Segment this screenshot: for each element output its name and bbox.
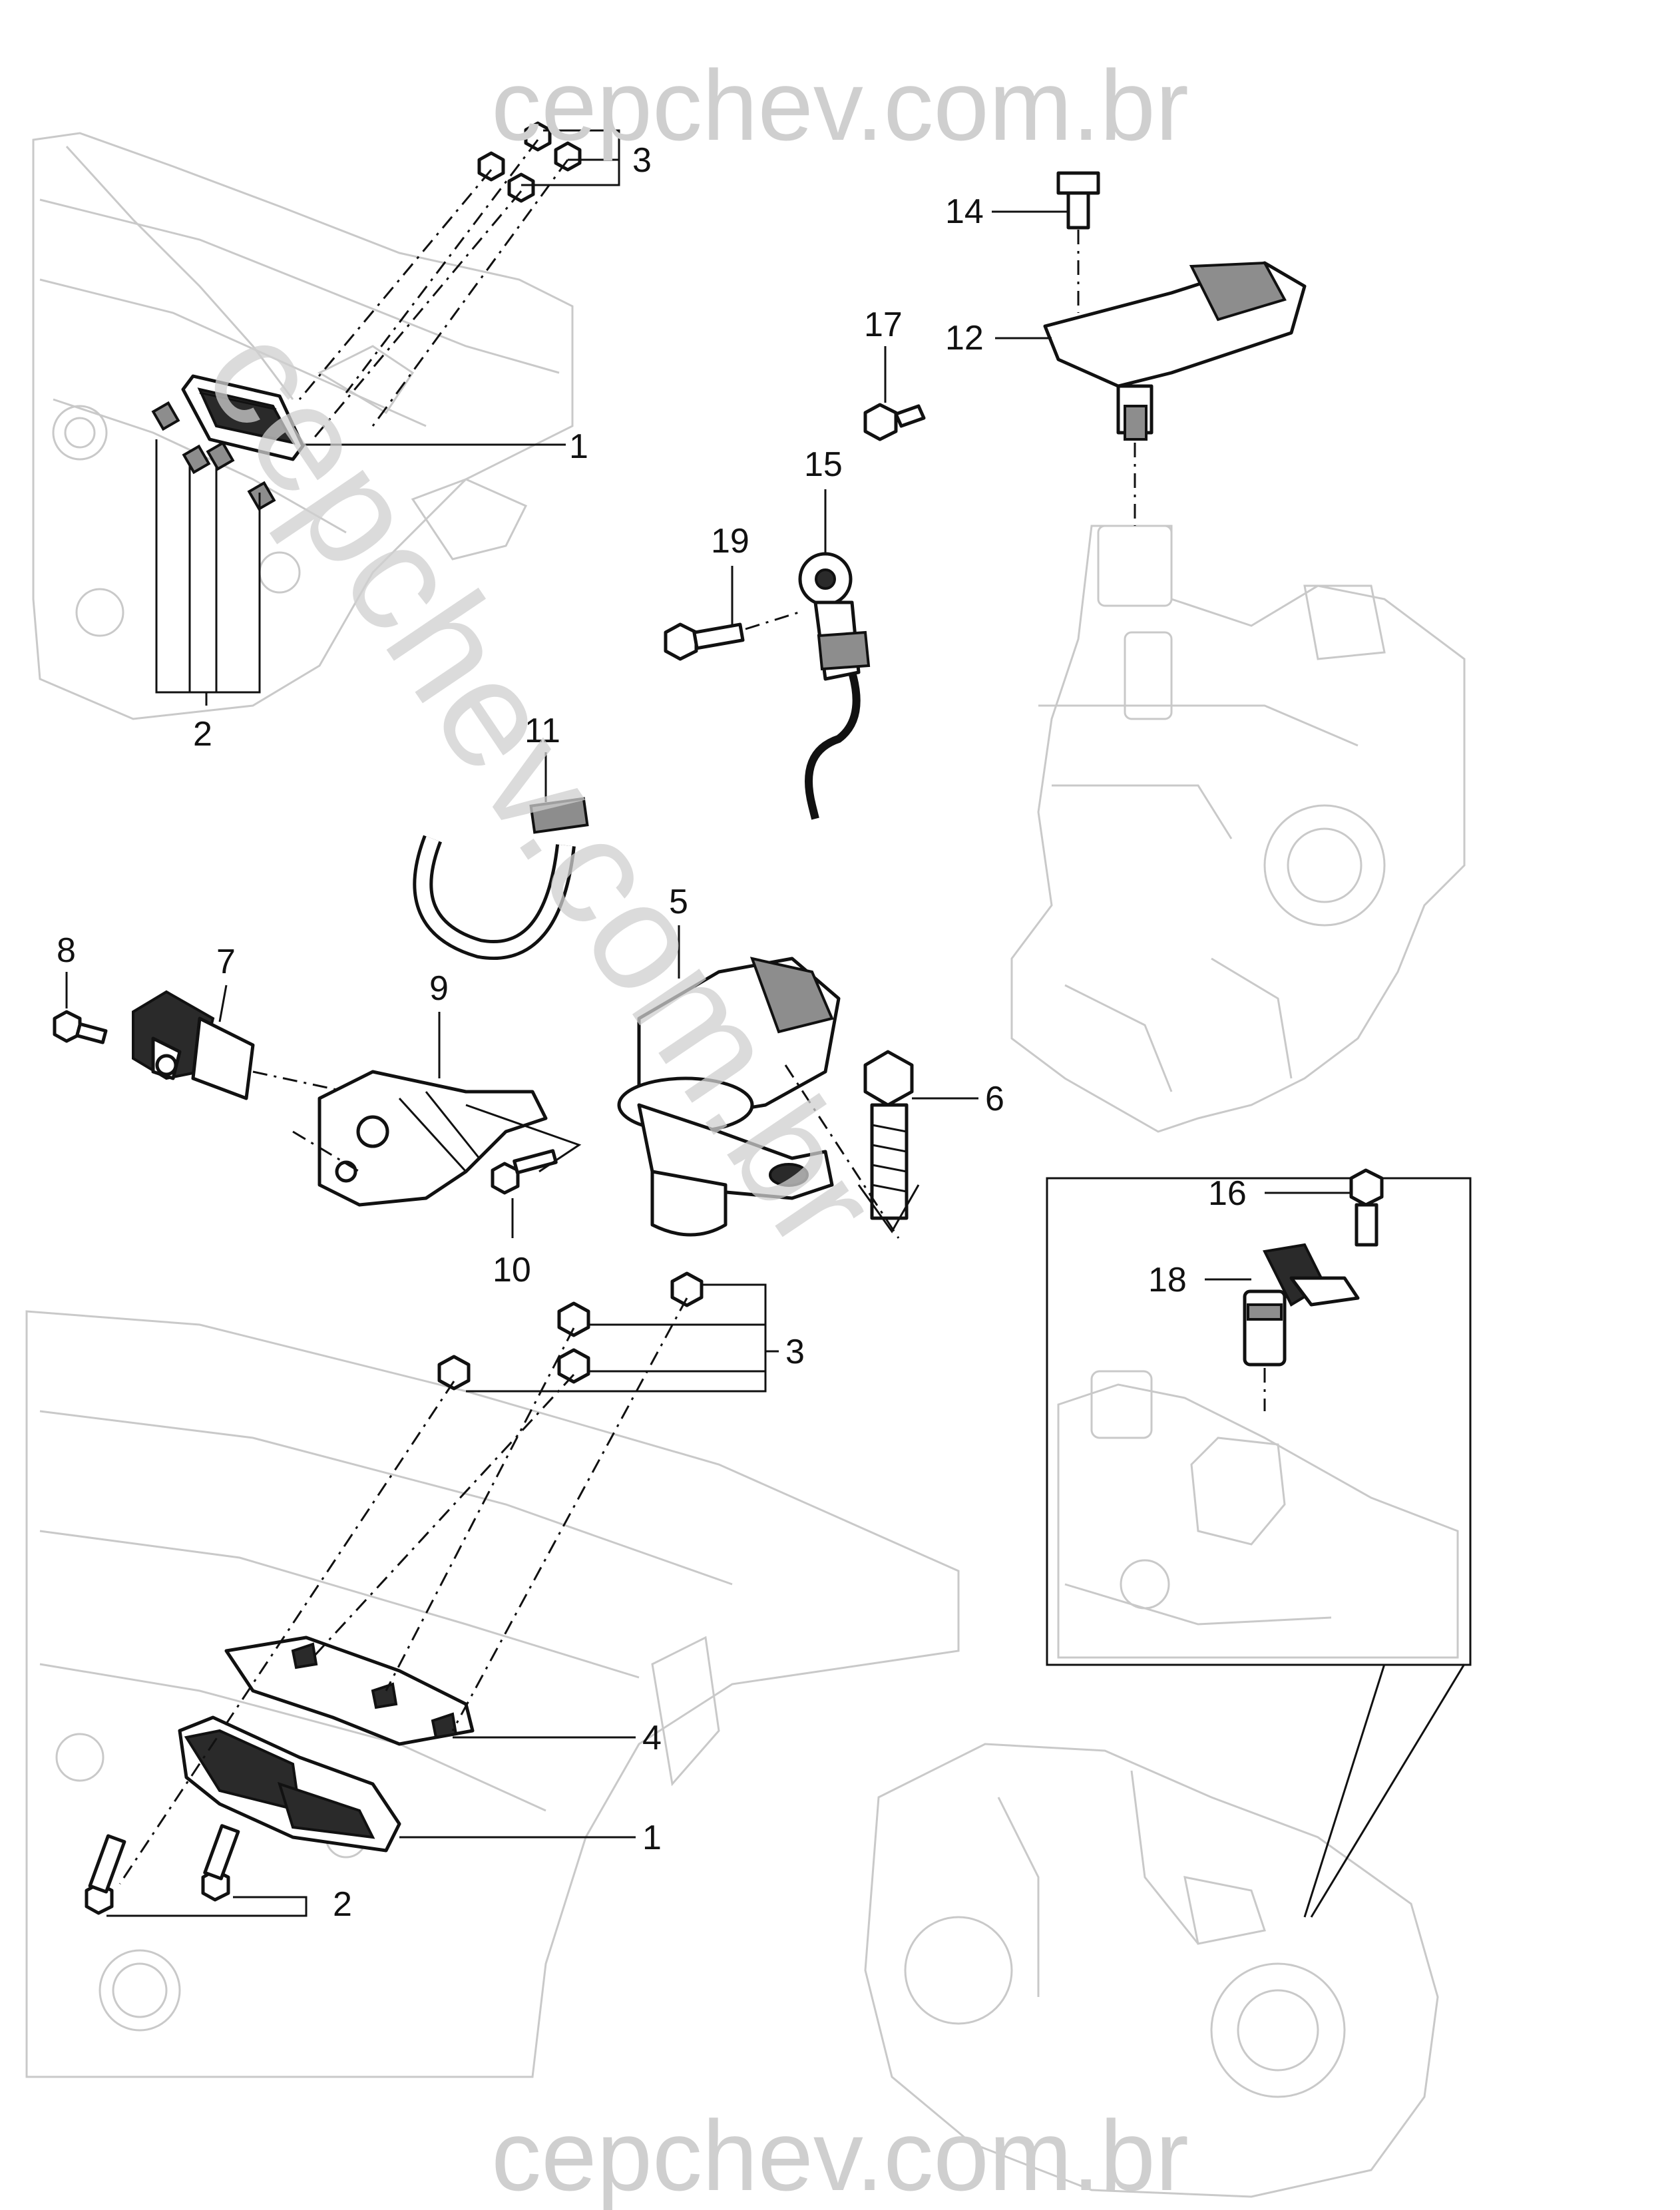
cam-sensor-5 [617, 957, 841, 1237]
transmission-outline [864, 1743, 1439, 2198]
ecm-bottom-dash-lines [118, 1297, 688, 1884]
watermark-bottom: cepchev.com.br [491, 2100, 1189, 2210]
lower-bulkhead-outline [25, 1310, 960, 2078]
callout-16: 16 [1208, 1174, 1247, 1213]
bolt-8 [53, 1010, 108, 1044]
dash-7 [252, 1070, 347, 1093]
bracket-6 [857, 1184, 920, 1233]
callout-4: 4 [642, 1719, 662, 1757]
bolt-16 [1349, 1168, 1384, 1247]
callout-7: 7 [216, 943, 236, 981]
bracket-10 [465, 1104, 582, 1173]
dash-6 [784, 1064, 900, 1239]
ecm-module-top [181, 374, 305, 461]
ecm-bracket-4 [224, 1636, 475, 1746]
ecm-top-dash-lines [298, 139, 569, 440]
callout-12: 12 [945, 319, 984, 357]
dash-19 [745, 611, 799, 630]
callout-14: 14 [945, 192, 984, 231]
cam-sensor-18 [1243, 1243, 1360, 1367]
nuts-top [477, 121, 582, 203]
cable-tie-11 [413, 797, 589, 961]
callout-15: 15 [804, 445, 843, 484]
leader-lines-bottom [106, 1283, 779, 1917]
nuts-mid [437, 1271, 704, 1391]
bolt-17 [863, 403, 926, 441]
engine-bulkhead-top-outline [32, 132, 574, 720]
knock-sensor-15 [798, 552, 871, 820]
callout-10: 10 [493, 1251, 531, 1289]
watermark-diagonal: cepchev.com.br [172, 296, 912, 1277]
callout-6: 6 [985, 1080, 1004, 1118]
leader-7 [218, 985, 228, 1022]
bracket-9 [317, 1070, 548, 1207]
callout-1-top: 1 [569, 427, 588, 466]
bolt-14 [1056, 171, 1100, 230]
ecm-bolts-bottom [85, 1824, 240, 1915]
inset-box [1046, 1177, 1472, 1918]
callout-1-bottom: 1 [642, 1819, 662, 1857]
cylinder-head-outline [1010, 525, 1466, 1133]
callout-2-top: 2 [193, 715, 212, 754]
bolt-10 [491, 1149, 558, 1195]
callout-2-bottom: 2 [333, 1885, 352, 1924]
leader-lines-top [155, 129, 620, 706]
callout-8: 8 [57, 931, 76, 970]
watermark-top: cepchev.com.br [491, 49, 1189, 161]
ecm-module-bottom [178, 1715, 401, 1853]
callout-18: 18 [1148, 1261, 1187, 1299]
callout-11: 11 [525, 712, 560, 750]
callout-19: 19 [711, 522, 749, 560]
bolt-6 [863, 1050, 914, 1220]
inset-engine-outline [1057, 1370, 1459, 1659]
callout-5: 5 [669, 883, 688, 921]
map-sensor-12 [1043, 261, 1307, 441]
ecm-bolts-top [151, 401, 276, 511]
crank-sensor-7 [132, 990, 255, 1100]
dash-8 [292, 1130, 360, 1173]
bolt-19 [664, 622, 745, 661]
callout-3-top: 3 [632, 141, 652, 180]
callout-9: 9 [429, 969, 449, 1008]
callout-3-mid: 3 [785, 1333, 805, 1371]
callout-17: 17 [864, 306, 903, 344]
